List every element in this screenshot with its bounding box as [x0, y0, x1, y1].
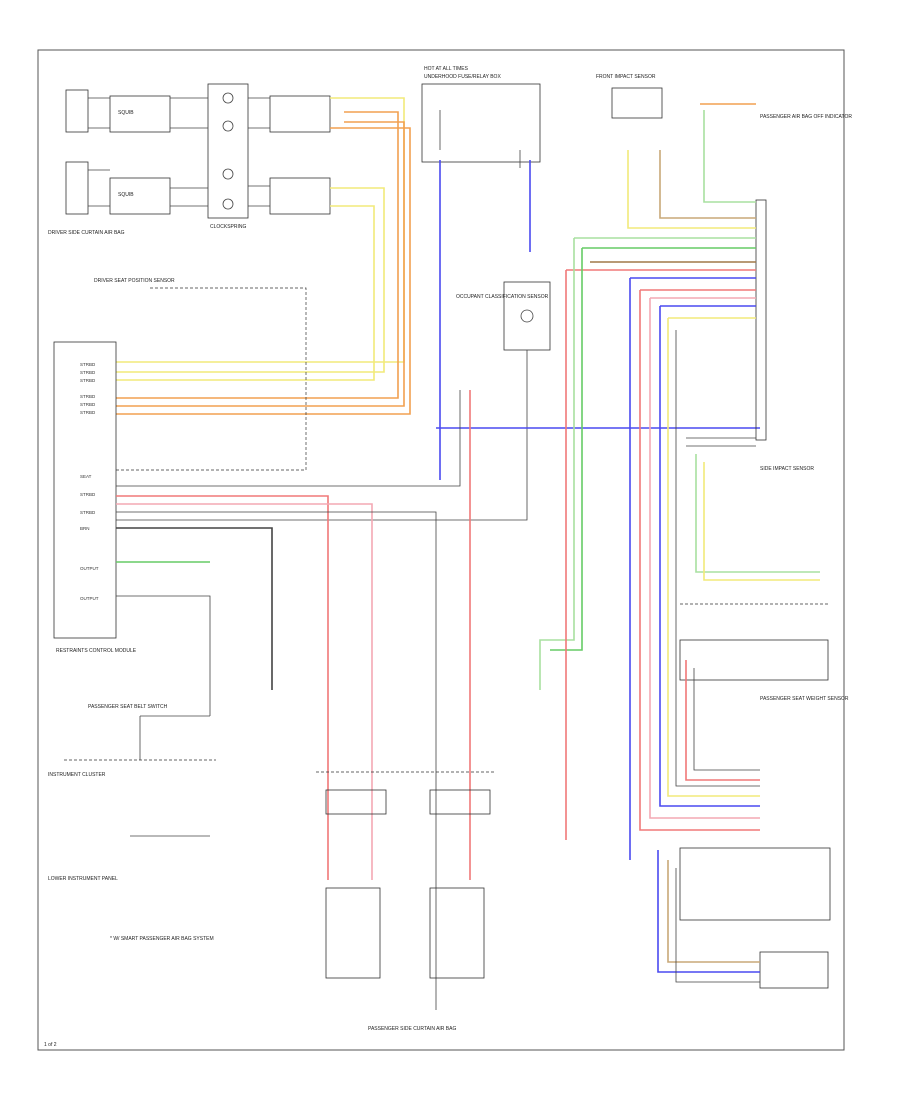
svg-text:STRBD: STRBD [80, 394, 96, 399]
lower-instrument-panel: LOWER INSTRUMENT PANEL [48, 835, 210, 882]
restraints-control-module-label: RESTRAINTS CONTROL MODULE [56, 648, 137, 654]
occupant-classification-sensor: OCCUPANT CLASSIFICATION SENSOR [456, 281, 551, 351]
svg-text:BRN: BRN [80, 526, 90, 531]
svg-text:OUTPUT: OUTPUT [80, 596, 99, 601]
side-impact-sensor-label: SIDE IMPACT SENSOR [760, 466, 814, 472]
passenger-seatbelt-label: PASSENGER SEAT BELT SWITCH [88, 704, 168, 710]
instrument-cluster-label: INSTRUMENT CLUSTER [48, 772, 106, 778]
svg-text:STRBD: STRBD [80, 378, 96, 383]
passenger-air-bag-off-label: PASSENGER AIR BAG OFF INDICATOR [760, 114, 852, 120]
lower-instrument-panel-label: LOWER INSTRUMENT PANEL [48, 876, 118, 882]
page-code: 1 of 2 [44, 1042, 57, 1048]
passenger-seat-weight-sensor: PASSENGER SEAT WEIGHT SENSOR [679, 603, 849, 781]
svg-text:SQUIB: SQUIB [118, 192, 134, 198]
hot-at-all-times-label: HOT AT ALL TIMES [424, 66, 469, 72]
svg-text:STRBD: STRBD [80, 510, 96, 515]
side-impact-sensor: SIDE IMPACT SENSOR [686, 437, 820, 581]
instrument-cluster: INSTRUMENT CLUSTER [48, 759, 216, 778]
footnote: * W/ SMART PASSENGER AIR BAG SYSTEM [110, 936, 214, 942]
svg-text:SQUIB: SQUIB [118, 110, 134, 116]
svg-text:STRBD: STRBD [80, 402, 96, 407]
svg-text:STRBD: STRBD [80, 362, 96, 367]
driver-curtain-airbag-group: SQUIB SQUIB DRIVER SIDE CURTAIN AIR BAG [48, 89, 171, 236]
occupant-classification-label: OCCUPANT CLASSIFICATION SENSOR [456, 294, 549, 300]
svg-text:STRBD: STRBD [80, 370, 96, 375]
svg-text:OUTPUT: OUTPUT [80, 566, 99, 571]
front-impact-sensor-label: FRONT IMPACT SENSOR [596, 74, 656, 80]
svg-text:SEAT: SEAT [80, 474, 92, 479]
underhood-fuse-label: UNDERHOOD FUSE/RELAY BOX [424, 74, 501, 80]
driver-seat-position-label: DRIVER SEAT POSITION SENSOR [94, 278, 175, 284]
svg-text:STRBD: STRBD [80, 492, 96, 497]
svg-text:STRBD: STRBD [80, 410, 96, 415]
passenger-side-curtain-label: PASSENGER SIDE CURTAIN AIR BAG [368, 1026, 456, 1032]
diagram-frame [37, 49, 845, 1051]
driver-seat-position-sensor: DRIVER SEAT POSITION SENSOR [94, 278, 307, 471]
clockspring-group: CLOCKSPRING [170, 83, 331, 230]
underhood-fuse-box: HOT AT ALL TIMES UNDERHOOD FUSE/RELAY BO… [421, 66, 541, 168]
right-lower-connector [657, 847, 831, 989]
clockspring-label: CLOCKSPRING [210, 224, 247, 230]
driver-side-curtain-label: DRIVER SIDE CURTAIN AIR BAG [48, 230, 125, 236]
passenger-seatbelt-switch: PASSENGER SEAT BELT SWITCH [88, 704, 210, 760]
passenger-curtain-airbag-group: PASSENGER SIDE CURTAIN AIR BAG [316, 771, 496, 1032]
passenger-seat-weight-label: PASSENGER SEAT WEIGHT SENSOR [760, 696, 849, 702]
restraints-control-module: RESTRAINTS CONTROL MODULE STRBD STRBD ST… [53, 341, 137, 654]
right-connector-strip: PASSENGER AIR BAG OFF INDICATOR FRONT IM… [596, 74, 852, 441]
